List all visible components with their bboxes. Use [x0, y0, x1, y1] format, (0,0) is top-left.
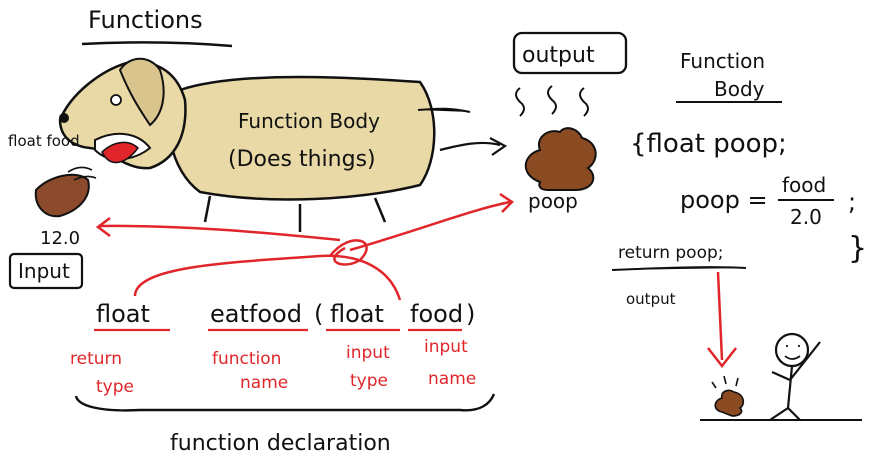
- dog-leg-1: [203, 195, 212, 223]
- label-return: return: [70, 349, 122, 369]
- arrow-to-poop: [349, 200, 511, 252]
- dog-illustration: Function Body (Does things): [58, 57, 471, 232]
- return-arrow-head: [707, 347, 737, 369]
- label-input-name-1: input: [424, 337, 468, 357]
- label-name: name: [240, 373, 288, 393]
- code-line2-den: 2.0: [790, 205, 822, 229]
- label-input-type-2: type: [350, 371, 388, 391]
- return-underline: [611, 266, 747, 271]
- poop-label: poop: [528, 189, 578, 213]
- arrow-to-poop-head: [499, 192, 514, 213]
- decl-open-paren: (: [314, 300, 323, 328]
- decl-function-name: eatfood: [210, 300, 302, 328]
- stick-figure-icon: [769, 332, 821, 421]
- dog-tail: [417, 107, 471, 113]
- output-box: [512, 31, 628, 75]
- declaration: float eatfood ( float food ) return type…: [70, 300, 496, 456]
- dog-ear: [118, 57, 165, 127]
- code-line2-num: food: [782, 173, 826, 197]
- label-input-type-1: input: [346, 343, 390, 363]
- input-value: 12.0: [40, 228, 80, 249]
- function-body-code: Function Body {float poop; poop = food 2…: [611, 49, 867, 421]
- arrow-to-input: [99, 224, 341, 242]
- food-motion-mark: [67, 166, 97, 181]
- poop-icon: [524, 127, 597, 191]
- code-output-label: output: [626, 290, 676, 308]
- output-box-label: output: [522, 43, 595, 68]
- code-return-line: return poop;: [618, 243, 724, 263]
- dog-body-sublabel: (Does things): [228, 147, 376, 172]
- label-input-name-2: name: [428, 369, 476, 389]
- connector-from-return-type: [133, 254, 402, 301]
- title-underline: [81, 41, 233, 48]
- red-arrows: [95, 192, 514, 301]
- food-label: float food: [8, 132, 80, 150]
- decl-return-type: float: [96, 300, 150, 328]
- declaration-brace: [74, 393, 496, 412]
- connector-loop: [329, 239, 368, 266]
- right-title-line2: Body: [714, 77, 765, 101]
- small-poop-icon: [714, 389, 745, 417]
- dog-nose-icon: [59, 113, 69, 123]
- declaration-footer: function declaration: [170, 431, 391, 456]
- stink-lines: [515, 85, 589, 117]
- decl-input-name: food: [410, 300, 463, 328]
- food-icon: [34, 173, 90, 218]
- dog-body: [168, 75, 436, 201]
- code-line1: {float poop;: [630, 129, 787, 159]
- dog-body-label: Function Body: [238, 109, 380, 133]
- dog-tongue: [101, 141, 139, 164]
- dog-eye-icon: [110, 94, 122, 106]
- dog-leg-3: [373, 197, 387, 223]
- decl-input-type: float: [330, 300, 384, 328]
- input-box: [8, 252, 84, 290]
- flow-arrow: [439, 137, 508, 156]
- label-type: type: [96, 377, 134, 397]
- code-line2-left: poop =: [680, 186, 768, 214]
- small-stink-lines: [711, 375, 739, 389]
- code-brace-close: }: [848, 231, 867, 266]
- return-arrow: [716, 271, 724, 361]
- arrow-to-input-head: [95, 217, 111, 237]
- label-function: function: [212, 349, 281, 369]
- decl-close-paren: ): [466, 300, 475, 328]
- title: Functions: [88, 6, 203, 34]
- right-title-line1: Function: [680, 49, 765, 73]
- code-line2-semi: ;: [848, 188, 856, 216]
- input-box-label: Input: [18, 259, 70, 283]
